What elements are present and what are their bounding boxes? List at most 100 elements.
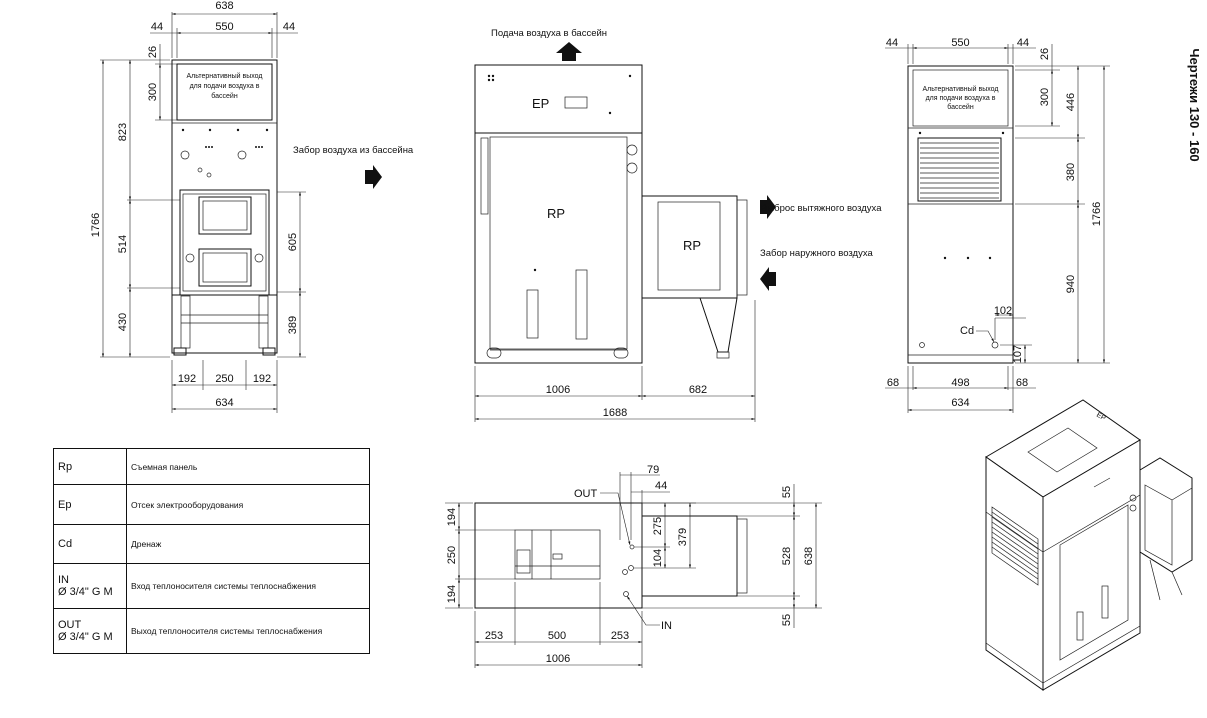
svg-text:EP: EP (1095, 412, 1107, 423)
arrow-outdoor-icon (760, 267, 776, 291)
rear-dim-1766: 1766 (1091, 202, 1103, 226)
label-exhaust: Выброс вытяжного воздуха (761, 203, 882, 214)
rear-dim-102: 102 (994, 305, 1012, 317)
legend-code: Cd (53, 524, 127, 564)
rear-dim-26: 26 (1039, 48, 1051, 60)
top-dim-500: 500 (548, 630, 566, 642)
rear-dim-550: 550 (951, 37, 969, 49)
top-dim-253b: 253 (611, 630, 629, 642)
side-dim-1688: 1688 (603, 407, 627, 419)
legend-code: OUT (58, 619, 82, 631)
rear-dim-68b: 68 (1016, 377, 1028, 389)
front-panel-text-3: бассейн (211, 92, 238, 100)
rear-dim-446: 446 (1065, 93, 1077, 111)
rear-panel-text-2: для подачи воздуха в (926, 95, 996, 102)
legend-desc: Выход теплоносителя системы теплоснабжен… (126, 608, 370, 654)
rear-dim-498: 498 (951, 377, 969, 389)
legend-code-cell: IN Ø 3/4" G M (53, 563, 127, 609)
rear-dim-940: 940 (1065, 275, 1077, 293)
front-dim-250: 250 (215, 373, 233, 385)
top-dim-379: 379 (677, 528, 689, 546)
top-dim-194a: 194 (446, 508, 458, 526)
front-dim-192b: 192 (253, 373, 271, 385)
isometric-view: EP (985, 399, 1193, 691)
top-dim-250: 250 (446, 546, 458, 564)
rear-dim-380: 380 (1065, 163, 1077, 181)
legend-row: OUT Ø 3/4" G M Выход теплоносителя систе… (53, 608, 370, 654)
legend-row: Rp Съемная панель (53, 448, 370, 485)
front-dim-514: 514 (117, 235, 129, 253)
front-panel-text-2: для подачи воздуха в (190, 83, 260, 90)
front-view: Альтернативный выход для подачи воздуха … (90, 0, 414, 413)
legend-code-size: Ø 3/4" G M (58, 586, 113, 598)
rear-panel-text-3: бассейн (947, 103, 974, 111)
front-dim-300: 300 (147, 83, 159, 101)
legend-desc: Съемная панель (126, 448, 370, 485)
top-view: 79 44 OUT IN 194 250 194 275 104 379 (445, 464, 822, 668)
rear-dim-68a: 68 (887, 377, 899, 389)
front-dim-26: 26 (147, 46, 159, 58)
rear-view: Альтернативный выход для подачи воздуха … (885, 37, 1110, 413)
top-dim-79: 79 (647, 464, 659, 476)
front-dim-605: 605 (287, 233, 299, 251)
side-dim-682: 682 (689, 384, 707, 396)
legend-row: IN Ø 3/4" G M Вход теплоносителя системы… (53, 563, 370, 609)
label-intake-pool: Забор воздуха из бассейна (293, 145, 414, 156)
rear-panel-text-1: Альтернативный выход (923, 85, 999, 93)
label-ep: EP (532, 96, 549, 111)
rear-dim-634: 634 (951, 397, 969, 409)
side-dim-1006: 1006 (546, 384, 570, 396)
top-dim-1006: 1006 (546, 653, 570, 665)
front-dim-823: 823 (117, 123, 129, 141)
legend-row: Cd Дренаж (53, 524, 370, 564)
front-dim-44b: 44 (283, 21, 295, 33)
top-dim-275: 275 (652, 517, 664, 535)
side-view: Подача воздуха в бассейн EP RP RP Выброс… (474, 28, 882, 422)
top-dim-44: 44 (655, 480, 667, 492)
top-dim-194b: 194 (446, 585, 458, 603)
front-dim-44a: 44 (151, 21, 163, 33)
front-dim-192a: 192 (178, 373, 196, 385)
front-dim-634: 634 (215, 397, 233, 409)
legend-code: Rp (53, 448, 127, 485)
rear-grille (920, 142, 999, 199)
legend-desc: Вход теплоносителя системы теплоснабжени… (126, 563, 370, 609)
legend-row: Ep Отсек электрооборудования (53, 484, 370, 525)
front-dim-430: 430 (117, 313, 129, 331)
label-outdoor: Забор наружного воздуха (760, 248, 873, 259)
arrow-exhaust-icon (760, 195, 776, 219)
top-dim-253a: 253 (485, 630, 503, 642)
legend-desc: Отсек электрооборудования (126, 484, 370, 525)
top-dim-638: 638 (803, 547, 815, 565)
top-dim-104: 104 (652, 549, 664, 567)
legend-code: IN (58, 574, 69, 586)
top-dim-528: 528 (781, 547, 793, 565)
legend-desc: Дренаж (126, 524, 370, 564)
front-panel-text-1: Альтернативный выход (187, 72, 263, 80)
front-dim-550: 550 (215, 21, 233, 33)
label-cd: Cd (960, 325, 974, 337)
rear-dim-44b: 44 (1017, 37, 1029, 49)
front-dim-638: 638 (215, 0, 233, 12)
label-out: OUT (574, 488, 598, 500)
iso-grille (991, 506, 1039, 586)
arrow-right-icon (365, 165, 382, 189)
legend-table: Rp Съемная панель Ep Отсек электрооборуд… (53, 448, 370, 654)
legend-code-size: Ø 3/4" G M (58, 631, 113, 643)
front-dim-389: 389 (287, 316, 299, 334)
label-supply-pool: Подача воздуха в бассейн (491, 28, 607, 39)
rear-dim-300: 300 (1039, 88, 1051, 106)
label-rp: RP (547, 206, 565, 221)
legend-code: Ep (53, 484, 127, 525)
rear-dim-44a: 44 (886, 37, 898, 49)
rear-dim-107: 107 (1012, 345, 1024, 363)
label-rp-attached: RP (683, 238, 701, 253)
arrow-up-icon (556, 42, 582, 61)
front-dim-1766: 1766 (90, 213, 102, 237)
top-dim-55a: 55 (781, 486, 793, 498)
sheet-title: Чертежи 130 - 160 (1187, 48, 1202, 161)
top-dim-55b: 55 (781, 614, 793, 626)
legend-code-cell: OUT Ø 3/4" G M (53, 608, 127, 654)
